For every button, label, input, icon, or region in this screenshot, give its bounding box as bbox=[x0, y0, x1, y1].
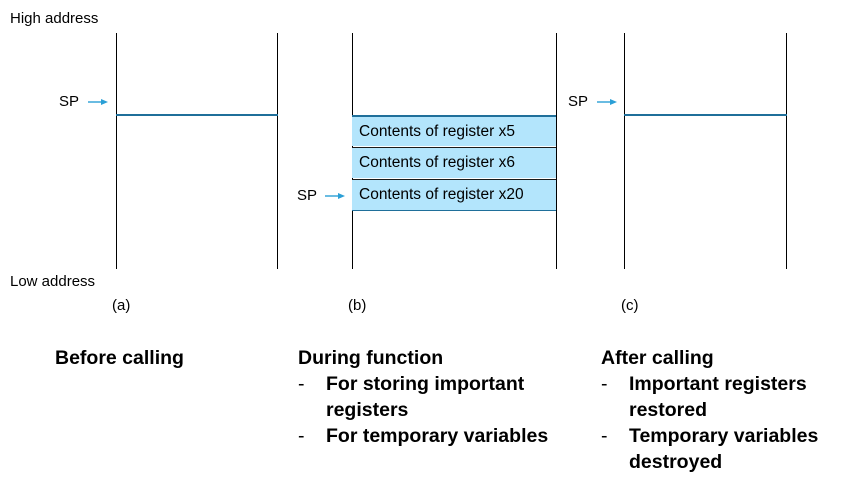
caption-bullets: -Important registers restored -Temporary… bbox=[601, 371, 851, 475]
stack-right-wall bbox=[556, 33, 557, 269]
stack-left-wall bbox=[116, 33, 117, 269]
caption-a: Before calling bbox=[55, 345, 184, 371]
bullet-item: -For temporary variables bbox=[298, 425, 549, 447]
panel-tag: (b) bbox=[348, 297, 367, 314]
panel-tag: (c) bbox=[621, 297, 639, 314]
caption-title: Before calling bbox=[55, 347, 184, 369]
sp-label: SP bbox=[568, 93, 589, 110]
sp-line bbox=[116, 114, 278, 116]
stack-left-wall bbox=[624, 33, 625, 269]
caption-c: After calling -Important registers resto… bbox=[601, 345, 851, 475]
arrow-right-icon bbox=[88, 99, 108, 105]
stack-entry-x20: Contents of register x20 bbox=[352, 179, 556, 211]
stack-right-wall bbox=[786, 33, 787, 269]
caption-title: After calling bbox=[601, 347, 714, 369]
bullet-item: -Temporary variables destroyed bbox=[601, 425, 819, 473]
bullet-item: -Important registers restored bbox=[601, 373, 807, 421]
panel-tag: (a) bbox=[112, 297, 131, 314]
sp-line bbox=[624, 114, 787, 116]
stack-right-wall bbox=[277, 33, 278, 269]
bullet-item: -For storing important registers bbox=[298, 373, 525, 421]
low-address-label: Low address bbox=[10, 273, 96, 290]
arrow-right-icon bbox=[597, 99, 617, 105]
stack-entry-x6: Contents of register x6 bbox=[352, 147, 556, 178]
caption-title: During function bbox=[298, 347, 444, 369]
stack-entry-x5: Contents of register x5 bbox=[352, 115, 556, 146]
sp-label: SP bbox=[297, 187, 318, 204]
caption-bullets: -For storing important registers -For te… bbox=[298, 371, 568, 449]
caption-b: During function -For storing important r… bbox=[298, 345, 568, 449]
high-address-label: High address bbox=[10, 10, 99, 27]
sp-label: SP bbox=[59, 93, 80, 110]
arrow-right-icon bbox=[325, 193, 345, 199]
